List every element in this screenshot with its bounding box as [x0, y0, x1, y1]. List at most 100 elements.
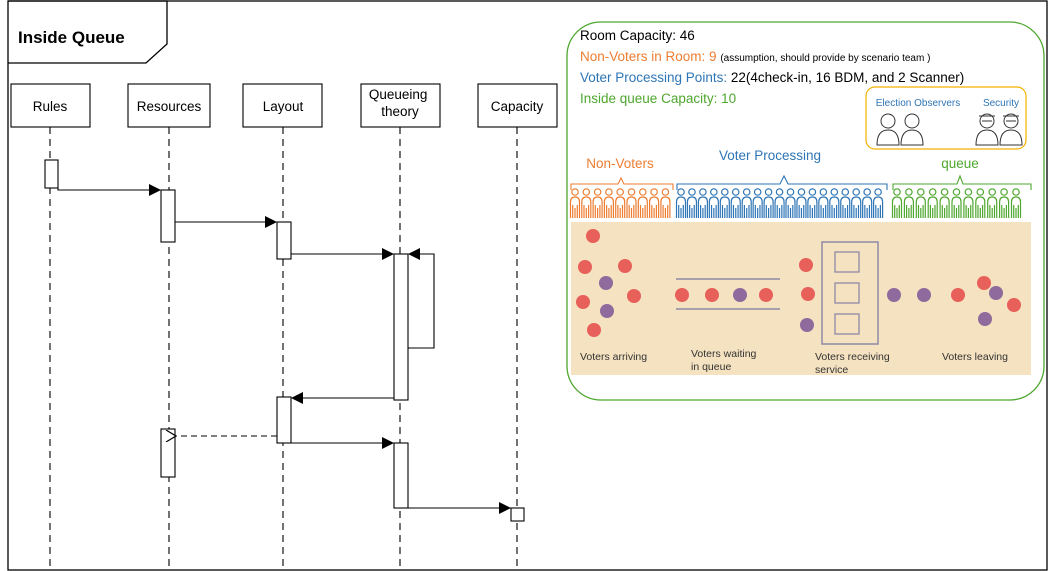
- service-station: [821, 241, 879, 345]
- group-braces: [570, 174, 1032, 190]
- messages: [57, 184, 511, 514]
- voter-dot: [759, 288, 773, 302]
- voter-processing-person-icon: [741, 188, 752, 218]
- voter-dot: [989, 286, 1003, 300]
- observers-box: Election Observers Security: [865, 86, 1027, 150]
- activation-rules: [44, 159, 59, 189]
- voter-dot: [977, 276, 991, 290]
- voter-processing-person-icon: [719, 188, 730, 218]
- voter-processing-person-icon: [851, 188, 862, 218]
- voter-dot: [1007, 298, 1021, 312]
- voter-dot: [917, 288, 931, 302]
- frame-title: Inside Queue: [18, 28, 125, 47]
- voter-processing-person-icon: [697, 188, 708, 218]
- queue-person-icon: [891, 188, 903, 218]
- queue-flow-illustration: Voters arriving Voters waiting in queue …: [571, 222, 1031, 376]
- lifeline-label-resources: Resources: [137, 99, 202, 114]
- brace-non-voters: [570, 176, 674, 190]
- voter-dot: [576, 295, 590, 309]
- voter-processing-person-icon: [840, 188, 851, 218]
- voter-processing-person-icon: [686, 188, 698, 218]
- stage-receiving-line1: Voters receiving: [815, 351, 890, 363]
- inside-queue-text: Inside queue Capacity: 10: [580, 91, 736, 106]
- activation-bars: [44, 159, 525, 522]
- voter-processing-text: Voter Processing Points: 22(4check-in, 1…: [580, 70, 964, 85]
- voter-processing-person-icon: [829, 188, 840, 218]
- non-voter-icon: [603, 188, 614, 218]
- activation-capacity: [510, 507, 525, 522]
- non-voter-icon: [637, 188, 648, 218]
- voter-processing-person-icon: [807, 188, 818, 218]
- queue-person-icon: [915, 188, 926, 218]
- stage-arriving: Voters arriving: [580, 351, 647, 363]
- non-voters-text: Non-Voters in Room: 9 (assumption, shoul…: [580, 49, 930, 64]
- voter-processing-person-icon: [730, 188, 741, 218]
- lifeline-layout: Layout: [242, 83, 323, 128]
- people-row: [569, 188, 1022, 218]
- lifeline-label-queueing: Queueing theory: [369, 87, 431, 119]
- queue-person-icon: [1010, 188, 1022, 218]
- election-observer-icon: [900, 113, 924, 146]
- lifeline-queueing-theory: Queueing theory: [360, 83, 441, 128]
- election-observer-icon: [876, 113, 900, 146]
- activation-resources-2: [160, 428, 176, 478]
- voter-processing-person-icon: [708, 188, 719, 218]
- activation-resources-1: [160, 189, 176, 243]
- voter-dot: [800, 318, 814, 332]
- stage-leaving: Voters leaving: [942, 351, 1008, 363]
- lifeline-label-rules: Rules: [33, 99, 68, 114]
- security-label: Security: [983, 98, 1019, 109]
- stage-waiting-line1: Voters waiting: [691, 348, 757, 360]
- info-panel: Room Capacity: 46 Non-Voters in Room: 9 …: [566, 21, 1045, 401]
- voter-dot: [733, 288, 747, 302]
- voter-dot: [887, 288, 901, 302]
- voter-processing-person-icon: [818, 188, 829, 218]
- lifeline-rules: Rules: [10, 83, 91, 128]
- non-voter-icon: [615, 188, 626, 218]
- voter-processing-person-icon: [796, 188, 807, 218]
- non-voter-icon: [660, 188, 671, 218]
- queue-person-icon: [951, 188, 962, 218]
- queue-person-icon: [999, 188, 1010, 218]
- voter-dot: [600, 304, 614, 318]
- observer-person-icons: [876, 113, 1023, 146]
- voter-dot: [705, 288, 719, 302]
- non-voter-icon: [592, 188, 603, 218]
- stage-receiving-line2: service: [815, 364, 848, 376]
- lifeline-dashes: [49, 127, 518, 570]
- voter-dot: [587, 323, 601, 337]
- voter-dot: [599, 276, 613, 290]
- activation-queueing-1: [393, 253, 409, 401]
- activation-queueing-2: [393, 442, 409, 509]
- lifeline-label-layout: Layout: [263, 99, 304, 114]
- observers-box-border: [865, 86, 1027, 150]
- group-label-queue: queue: [941, 156, 979, 171]
- voter-dot: [578, 260, 592, 274]
- lifeline-capacity: Capacity: [477, 83, 558, 128]
- voter-processing-person-icon: [763, 188, 774, 218]
- brace-queue: [892, 174, 1032, 190]
- voter-dot: [801, 287, 815, 301]
- voter-dot: [618, 259, 632, 273]
- frame-border: [7, 0, 1048, 571]
- queue-person-icon: [963, 188, 974, 218]
- queue-person-icon: [975, 188, 986, 218]
- lifeline-resources: Resources: [127, 83, 211, 128]
- security-guard-icon: [975, 113, 999, 146]
- voter-processing-person-icon: [675, 188, 687, 218]
- election-observers-label: Election Observers: [876, 98, 960, 109]
- service-slot-1: [834, 251, 860, 273]
- voter-dot: [951, 288, 965, 302]
- voter-processing-person-icon: [774, 188, 785, 218]
- lifeline-label-capacity: Capacity: [491, 99, 544, 114]
- non-voter-icon: [649, 188, 660, 218]
- voter-dot: [978, 312, 992, 326]
- message-queueing-self: [408, 248, 435, 349]
- voter-dot: [799, 258, 813, 272]
- queue-person-icon: [927, 188, 938, 218]
- activation-layout-2: [276, 396, 292, 444]
- room-capacity-text: Room Capacity: 46: [580, 28, 695, 43]
- voter-dot: [627, 289, 641, 303]
- voter-processing-person-icon: [873, 188, 884, 218]
